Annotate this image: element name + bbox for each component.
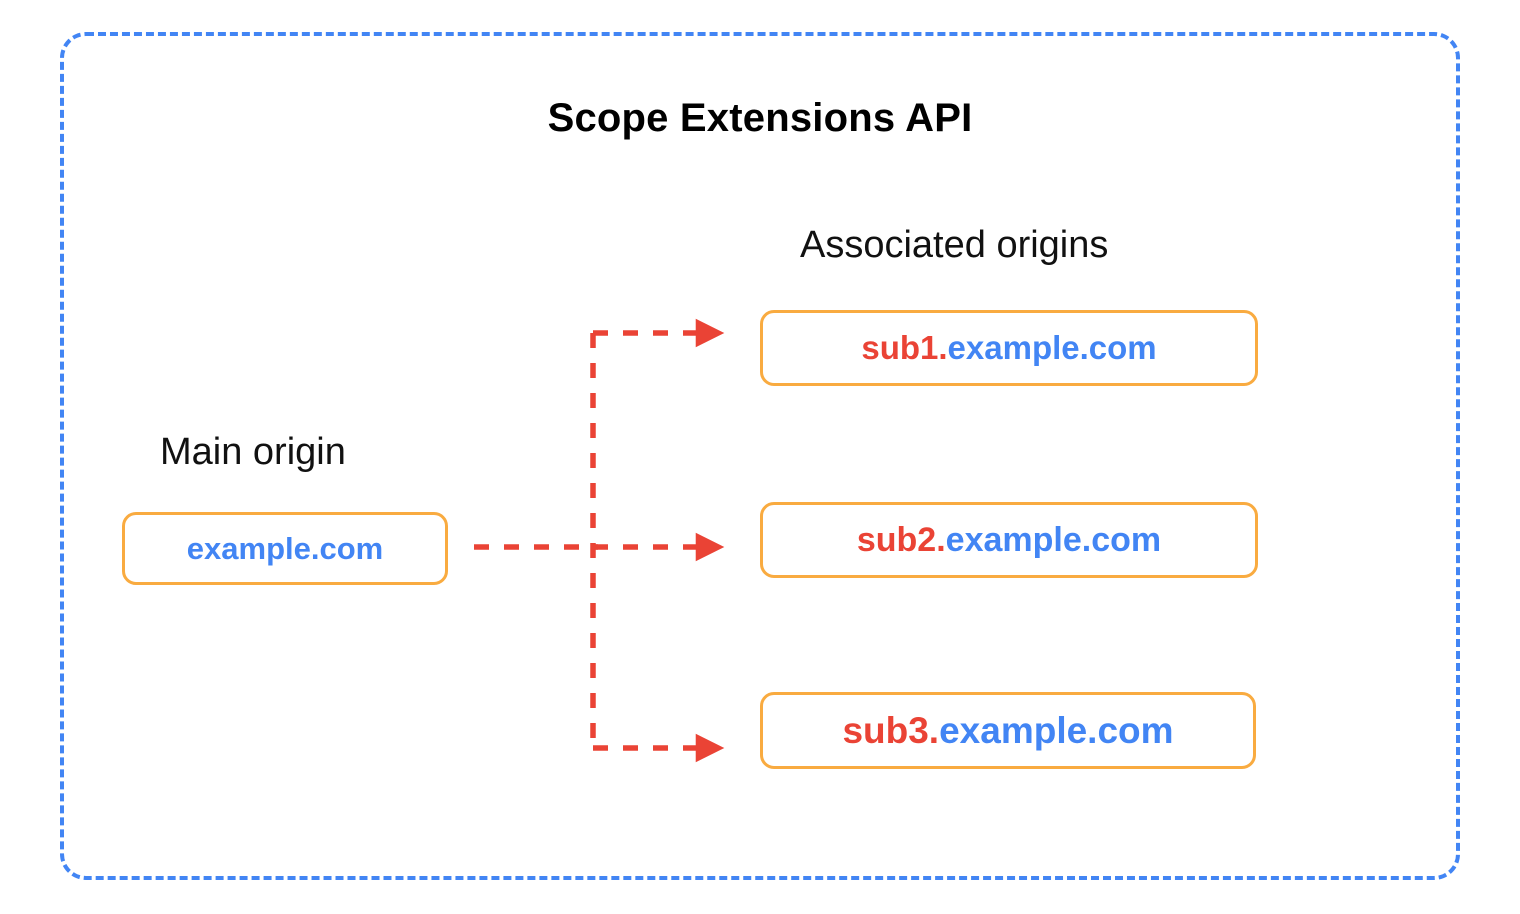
origin-domain-part: example.com	[939, 709, 1174, 751]
origin-chip-sub1[interactable]: sub1.example.com	[760, 310, 1258, 386]
origin-subdomain-part: sub1.	[861, 329, 948, 366]
origin-chip-main[interactable]: example.com	[122, 512, 448, 585]
associated-origins-label: Associated origins	[800, 224, 1109, 266]
origin-subdomain-part: sub3.	[842, 709, 940, 751]
origin-subdomain-part: sub2.	[856, 520, 946, 559]
main-origin-label: Main origin	[160, 431, 346, 473]
origin-chip-sub2[interactable]: sub2.example.com	[760, 502, 1258, 578]
origin-domain-part: example.com	[945, 520, 1162, 559]
page-title: Scope Extensions API	[547, 96, 973, 140]
origin-chip-sub3[interactable]: sub3.example.com	[760, 692, 1256, 769]
scope-extensions-frame	[60, 32, 1460, 880]
origin-domain-part: example.com	[947, 329, 1157, 366]
origin-domain-part: example.com	[186, 530, 384, 566]
